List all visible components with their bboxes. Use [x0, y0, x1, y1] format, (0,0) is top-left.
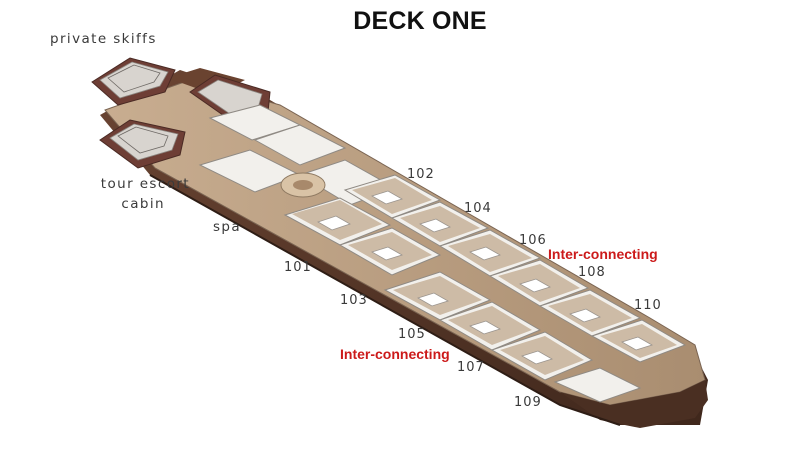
cabin-number-110: 110	[634, 298, 662, 313]
bow-deck	[560, 380, 708, 428]
cabin-number-109: 109	[514, 395, 542, 410]
cabin-number-102: 102	[407, 167, 435, 182]
label-tour-escort-line2: cabin	[121, 196, 165, 212]
private-skiff-1	[91, 57, 176, 106]
cabin-number-106: 106	[519, 233, 547, 248]
private-skiff-2	[99, 119, 186, 169]
interconnecting-label-upper: Inter-connecting	[548, 246, 658, 262]
staircase-icon	[280, 172, 326, 198]
cabin-number-103: 103	[340, 293, 368, 308]
deck-edge	[149, 174, 621, 426]
cabin-beds	[317, 190, 653, 365]
interconnecting-label-lower: Inter-connecting	[340, 346, 450, 362]
cabin-number-104: 104	[464, 201, 492, 216]
label-spa: spa	[213, 219, 242, 235]
page-title: DECK ONE	[353, 7, 487, 35]
cabin-number-101: 101	[284, 260, 312, 275]
cabin-number-108: 108	[578, 265, 606, 280]
label-private-skiffs: private skiffs	[50, 31, 157, 47]
cabin-number-105: 105	[398, 327, 426, 342]
cabin-number-107: 107	[457, 360, 485, 375]
label-tour-escort-line1: tour escort	[100, 176, 190, 192]
